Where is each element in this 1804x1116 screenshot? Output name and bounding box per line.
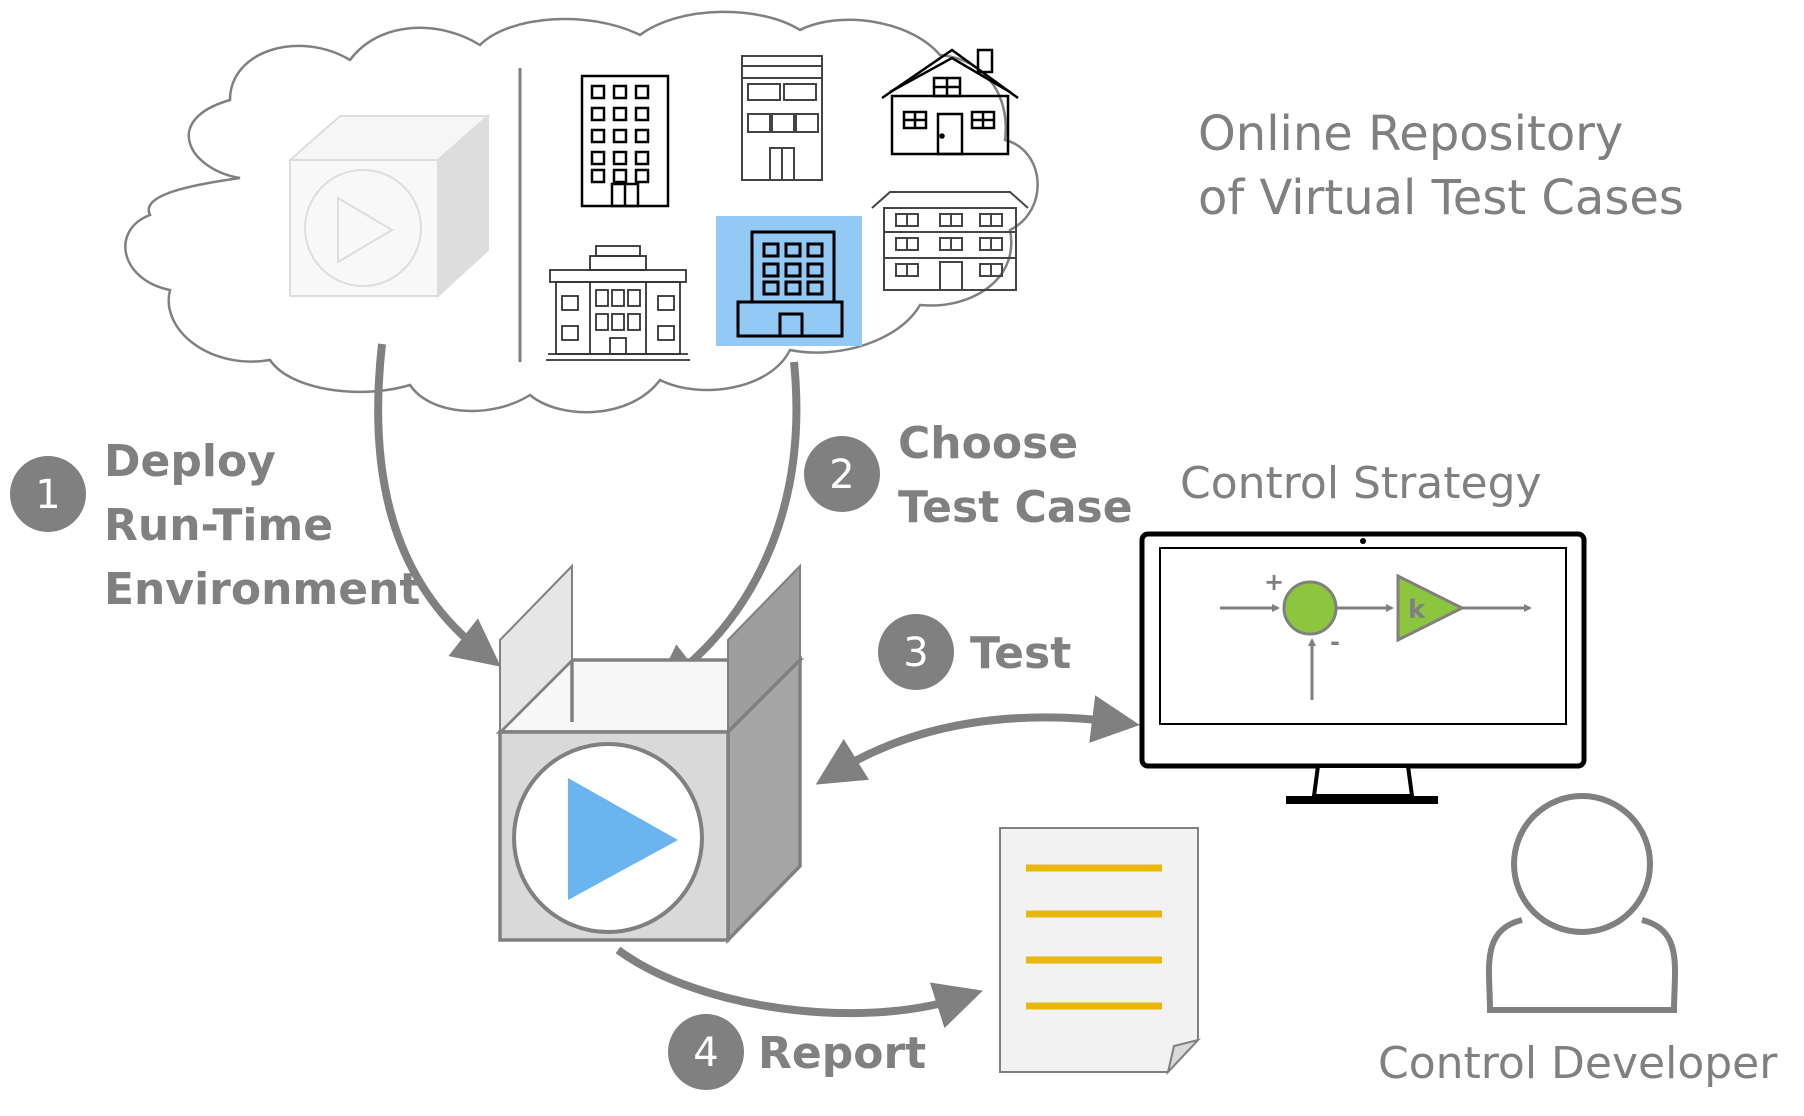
arrow-report bbox=[615, 946, 983, 1029]
step-2-line1: Choose bbox=[898, 418, 1078, 469]
window-icon bbox=[612, 84, 628, 100]
step-3: 3 Test bbox=[878, 614, 1071, 690]
window-icon bbox=[590, 150, 606, 166]
window-icon bbox=[634, 128, 650, 144]
window-icon bbox=[612, 150, 628, 166]
control-block-diagram: + - k bbox=[1220, 568, 1532, 700]
window-icon bbox=[634, 150, 650, 166]
gain-block bbox=[1396, 573, 1466, 643]
step-3-line1: Test bbox=[970, 628, 1071, 679]
summing-junction bbox=[1282, 580, 1338, 636]
window-icon bbox=[590, 168, 606, 184]
step-4-badge bbox=[668, 1014, 744, 1090]
window-icon bbox=[612, 128, 628, 144]
plus-sign: + bbox=[1264, 568, 1284, 596]
building-classical-icon bbox=[546, 245, 690, 361]
repository-title-line1: Online Repository bbox=[1198, 106, 1623, 162]
step-4-number: 4 bbox=[693, 1030, 718, 1076]
step-4: 4 Report bbox=[668, 1014, 926, 1090]
window-icon bbox=[806, 280, 824, 296]
window-icon bbox=[784, 242, 802, 258]
step-2-line2: Test Case bbox=[898, 482, 1133, 533]
runtime-box-faded-icon bbox=[287, 113, 491, 299]
window-icon bbox=[784, 262, 802, 278]
window-icon bbox=[612, 168, 628, 184]
step-3-badge bbox=[878, 614, 954, 690]
building-selected-icon[interactable] bbox=[716, 216, 862, 346]
gain-label: k bbox=[1408, 595, 1426, 625]
window-icon bbox=[590, 84, 606, 100]
step-4-line1: Report bbox=[758, 1028, 926, 1079]
step-1: 1 Deploy Run-Time Environment bbox=[10, 436, 420, 615]
window-icon bbox=[634, 168, 650, 184]
window-icon bbox=[762, 242, 780, 258]
window-icon bbox=[806, 262, 824, 278]
step-2: 2 Choose Test Case bbox=[804, 418, 1133, 533]
window-icon bbox=[762, 280, 780, 296]
step-1-badge bbox=[10, 456, 86, 532]
window-icon bbox=[590, 106, 606, 122]
step-1-number: 1 bbox=[35, 472, 60, 518]
arrow-choose bbox=[653, 361, 801, 693]
step-1-line3: Environment bbox=[104, 564, 420, 615]
window-icon bbox=[806, 242, 824, 258]
window-icon bbox=[590, 128, 606, 144]
building-house-icon bbox=[881, 48, 1019, 156]
window-icon bbox=[762, 262, 780, 278]
control-developer-label: Control Developer bbox=[1378, 1038, 1778, 1089]
door-icon bbox=[939, 261, 963, 291]
window-icon bbox=[634, 106, 650, 122]
arrow-deploy bbox=[374, 343, 501, 667]
cloud-icon bbox=[124, 10, 1039, 414]
control-strategy-title: Control Strategy bbox=[1180, 458, 1542, 509]
monitor-icon bbox=[1139, 531, 1587, 804]
step-2-number: 2 bbox=[829, 452, 854, 498]
minus-sign: - bbox=[1330, 628, 1340, 656]
document-icon bbox=[999, 827, 1202, 1076]
step-3-number: 3 bbox=[903, 630, 928, 676]
step-1-line1: Deploy bbox=[104, 436, 276, 487]
person-icon bbox=[1485, 793, 1679, 1013]
step-1-line2: Run-Time bbox=[104, 500, 333, 551]
window-icon bbox=[612, 106, 628, 122]
runtime-box-icon bbox=[495, 563, 805, 945]
arrow-test bbox=[815, 695, 1140, 785]
window-icon bbox=[634, 84, 650, 100]
building-apartment-block-icon bbox=[871, 191, 1029, 291]
window-icon bbox=[784, 280, 802, 296]
repository-title-line2: of Virtual Test Cases bbox=[1198, 170, 1684, 226]
building-office-tall-icon bbox=[580, 74, 670, 208]
step-2-badge bbox=[804, 436, 880, 512]
building-apartment-modern-icon bbox=[741, 55, 823, 181]
